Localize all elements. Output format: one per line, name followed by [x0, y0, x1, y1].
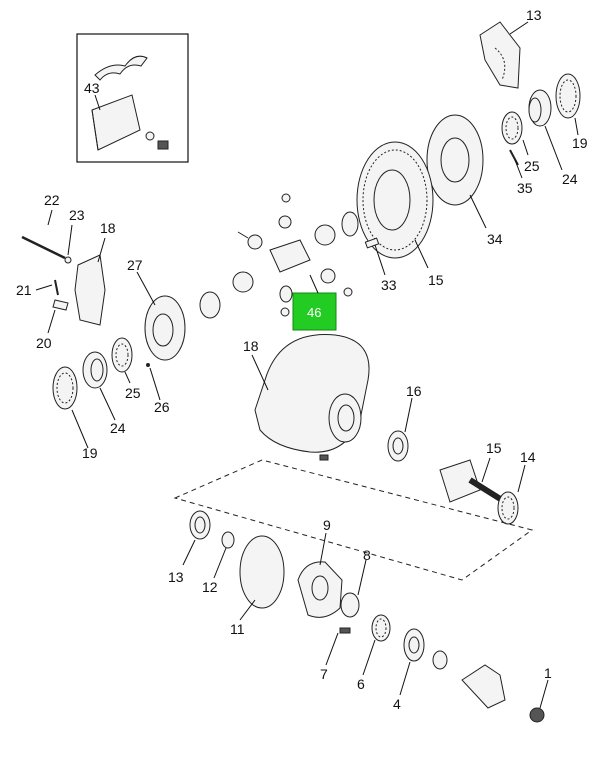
label-11: 11 [230, 621, 245, 637]
inset-bracket-part [94, 55, 148, 81]
label-8: 8 [363, 547, 371, 563]
bearing-cone-25-top [501, 111, 523, 145]
label-23: 23 [69, 207, 85, 223]
label-43: 43 [84, 80, 100, 96]
bearing-cone-25-left [111, 337, 133, 373]
label-33: 33 [381, 277, 397, 293]
pinion-mate-lower [279, 285, 293, 303]
washer-bottom [432, 650, 448, 670]
pin-21 [54, 279, 59, 296]
highlight-label-46: 46 [307, 305, 321, 320]
bearing-cap-18 [74, 254, 106, 326]
side-gear-right [314, 224, 336, 246]
label-16: 16 [406, 383, 422, 399]
label-13-bottom: 13 [168, 569, 184, 585]
label-21: 21 [16, 282, 32, 298]
label-24-left: 24 [110, 420, 126, 436]
label-20: 20 [36, 335, 52, 351]
label-12: 12 [202, 579, 218, 595]
label-9: 9 [323, 517, 331, 533]
bearing-cap-13 [479, 21, 521, 89]
label-22: 22 [44, 192, 60, 208]
highlight-46[interactable]: 46 [292, 292, 337, 331]
label-35: 35 [517, 180, 533, 196]
label-4: 4 [393, 696, 401, 712]
label-19-top: 19 [572, 135, 588, 151]
label-14: 14 [520, 449, 536, 465]
label-34: 34 [487, 231, 503, 247]
spider-46 [269, 239, 311, 273]
label-13-top: 13 [526, 7, 542, 23]
label-7: 7 [320, 666, 328, 682]
bolt-35 [509, 149, 519, 166]
thrust-washer-right [341, 211, 359, 237]
label-25-left: 25 [125, 385, 141, 401]
label-26: 26 [154, 399, 170, 415]
bearing-6 [371, 614, 391, 642]
label-15-pinion: 15 [486, 440, 502, 456]
bolt-22 [21, 235, 66, 260]
pinion-mate-bottom [320, 268, 336, 284]
label-1: 1 [544, 665, 552, 681]
inset-washer [145, 131, 155, 141]
washer-23 [64, 256, 72, 264]
inset-box [76, 33, 189, 163]
pinion-mate-washer-top [278, 215, 292, 229]
dashed-group-outline [173, 459, 534, 581]
bolt-7 [339, 627, 351, 634]
label-18-top: 18 [100, 220, 116, 236]
drive-pinion-15 [439, 459, 481, 503]
label-18-housing: 18 [243, 338, 259, 354]
label-27: 27 [127, 257, 143, 273]
adjuster-19-left [52, 366, 78, 410]
bolt-26 [146, 363, 150, 367]
bolt-33 [364, 237, 380, 249]
pinion-mate-left [247, 234, 263, 250]
yoke [461, 664, 506, 709]
shim-8 [340, 592, 360, 618]
nut-1 [529, 707, 545, 723]
gasket-11 [239, 535, 285, 609]
side-gear-left [232, 271, 254, 293]
label-6: 6 [357, 676, 365, 692]
label-24-top: 24 [562, 171, 578, 187]
housing-bolt [319, 454, 329, 461]
label-15-top: 15 [428, 272, 444, 288]
spacer-12 [221, 531, 235, 549]
label-25-top: 25 [524, 158, 540, 174]
highlight-box-46 [292, 292, 337, 331]
lock-20 [52, 299, 69, 311]
inset-bolt [157, 140, 169, 150]
thrust-washer-left [199, 291, 221, 319]
label-19-left: 19 [82, 445, 98, 461]
bearing-14 [497, 491, 519, 525]
